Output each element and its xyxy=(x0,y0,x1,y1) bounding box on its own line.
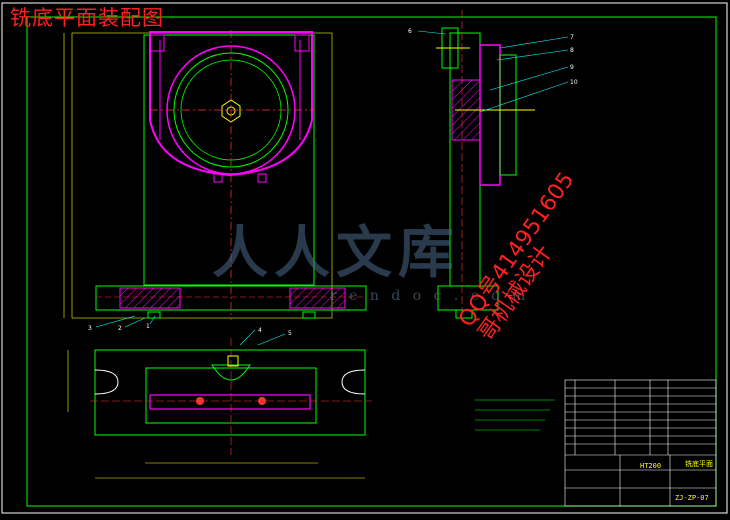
callout-1: 1 xyxy=(146,323,150,330)
callout-labels: 6 7 8 9 10 3 2 1 4 5 xyxy=(88,28,578,337)
side-view xyxy=(436,10,535,320)
watermark-url: r e n d o c . c o m xyxy=(330,288,530,304)
drawing-title: 铣底平面装配图 xyxy=(10,6,164,30)
drawing-number: ZJ-ZP-07 xyxy=(675,494,709,502)
callout-6: 6 xyxy=(408,28,412,35)
part-number: HT200 xyxy=(640,462,661,470)
title-block xyxy=(564,379,717,507)
callout-8: 8 xyxy=(570,47,574,54)
callout-10: 10 xyxy=(570,79,578,86)
title-block-text: HT200 铣底平面 ZJ-ZP-07 xyxy=(640,459,713,502)
top-view xyxy=(67,338,372,479)
callout-5: 5 xyxy=(288,330,292,337)
drawing-name: 铣底平面 xyxy=(685,459,713,468)
callout-2: 2 xyxy=(118,325,122,332)
callout-7: 7 xyxy=(570,34,574,41)
callout-leaders xyxy=(95,30,569,346)
callout-4: 4 xyxy=(258,327,262,334)
inner-frame xyxy=(26,16,717,507)
watermark-text: 人人文库 xyxy=(212,220,460,286)
notes-block xyxy=(475,399,555,431)
callout-9: 9 xyxy=(570,64,574,71)
callout-3: 3 xyxy=(88,325,92,332)
front-view xyxy=(63,30,367,320)
